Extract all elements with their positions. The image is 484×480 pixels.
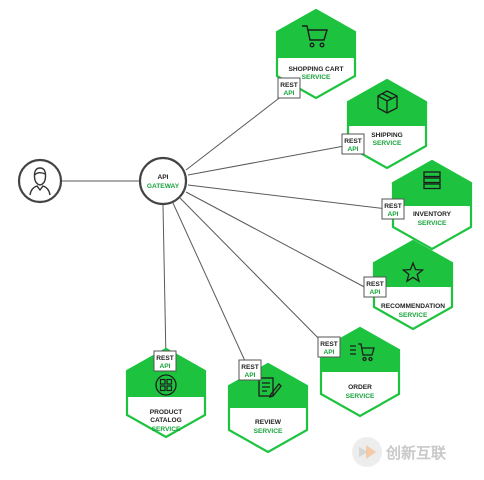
rest-api-badge-product-catalog: REST API: [153, 350, 177, 372]
service-type: SERVICE: [254, 428, 283, 435]
service-type: SERVICE: [152, 426, 181, 433]
line-gateway-inventory: [187, 184, 396, 211]
review-edit-icon: [258, 377, 282, 399]
service-name: RECOMMENDATION: [381, 303, 445, 310]
service-type: SERVICE: [302, 74, 331, 81]
rest-api-badge-order: REST API: [317, 336, 341, 358]
client-node: [17, 158, 63, 204]
rest-label: REST: [384, 203, 402, 210]
service-type: SERVICE: [346, 393, 375, 400]
line-gateway-review: [172, 202, 251, 373]
service-name: REVIEW: [255, 419, 282, 426]
service-inventory: INVENTORY SERVICE: [391, 159, 473, 251]
package-box-icon: [377, 90, 398, 114]
api-label: API: [245, 372, 256, 379]
watermark-text: 创新互联: [385, 444, 447, 462]
rest-api-badges: REST API REST API REST API REST API REST…: [153, 77, 405, 381]
line-gateway-product-catalog: [162, 204, 167, 361]
service-name-line1: PRODUCT: [150, 409, 183, 416]
inventory-stack-icon: [423, 171, 441, 190]
star-icon: [401, 261, 425, 283]
service-name: SHIPPING: [371, 132, 403, 139]
rest-api-badge-shopping-cart: REST API: [277, 77, 301, 99]
api-label: API: [160, 363, 171, 370]
service-type: SERVICE: [373, 140, 402, 147]
gateway-subtitle: GATEWAY: [147, 183, 180, 190]
connector-lines: [62, 91, 396, 373]
shopping-cart-icon: [302, 25, 328, 48]
api-label: API: [324, 349, 335, 356]
api-label: API: [370, 289, 381, 296]
gateway-title: API: [158, 174, 169, 181]
rest-api-badge-inventory: REST API: [381, 198, 405, 220]
service-shipping: SHIPPING SERVICE: [346, 78, 428, 170]
rest-label: REST: [241, 364, 259, 371]
watermark-logo-icon: [352, 437, 382, 467]
rest-label: REST: [320, 341, 338, 348]
service-recommendation: RECOMMENDATION SERVICE: [372, 239, 454, 331]
api-label: API: [284, 90, 295, 97]
watermark: 创新互联: [352, 437, 447, 467]
rest-label: REST: [366, 281, 384, 288]
service-type: SERVICE: [418, 220, 447, 227]
order-cart-list-icon: [350, 343, 375, 362]
service-type: SERVICE: [399, 312, 428, 319]
line-gateway-recommendation: [185, 191, 371, 291]
line-gateway-shipping: [187, 143, 356, 176]
rest-api-badge-shipping: REST API: [341, 133, 365, 155]
user-icon: [29, 167, 51, 196]
rest-label: REST: [280, 82, 298, 89]
rest-api-badge-recommendation: REST API: [363, 276, 387, 298]
service-product-catalog: PRODUCT CATALOG SERVICE: [125, 347, 207, 439]
api-label: API: [388, 211, 399, 218]
catalog-grid-icon: [155, 374, 177, 396]
rest-label: REST: [344, 138, 362, 145]
line-gateway-order: [179, 197, 331, 351]
rest-label: REST: [156, 355, 174, 362]
service-name: INVENTORY: [413, 211, 452, 218]
api-label: API: [348, 146, 359, 153]
service-name: ORDER: [348, 384, 372, 391]
service-name: SHOPPING CART: [289, 66, 344, 73]
api-gateway-node: API GATEWAY: [138, 156, 188, 206]
rest-api-badge-review: REST API: [238, 359, 262, 381]
service-name-line2: CATALOG: [150, 417, 182, 424]
line-gateway-shopping-cart: [185, 91, 288, 171]
service-shopping-cart: SHOPPING CART SERVICE: [275, 8, 357, 100]
